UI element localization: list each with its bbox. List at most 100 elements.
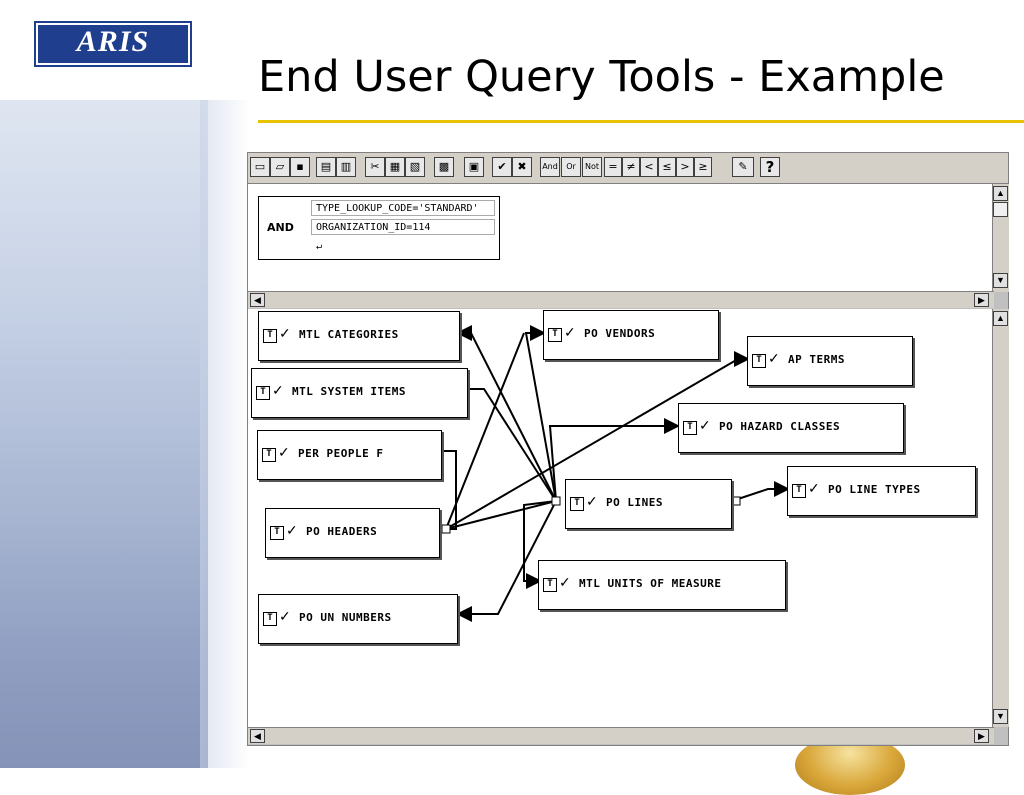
table-node-per-people-f[interactable]: T ✓ PER PEOPLE F	[257, 430, 442, 480]
conditions-horizontal-scrollbar[interactable]: ◀ ▶	[248, 291, 994, 308]
join-line	[445, 500, 557, 530]
logo-text: ARIS	[76, 25, 150, 58]
equals-operator-button[interactable]: =	[604, 157, 622, 177]
table-icon: T	[548, 328, 562, 342]
save-icon[interactable]: ▪	[290, 157, 310, 177]
new-icon[interactable]: ▭	[250, 157, 270, 177]
title-underline	[258, 120, 1024, 123]
join-line	[466, 388, 557, 502]
join-line	[548, 418, 680, 502]
less-than-operator-button[interactable]: <	[640, 157, 658, 177]
checkmark-icon: ✓	[278, 444, 290, 460]
join-line	[441, 450, 457, 530]
join-line	[456, 500, 557, 622]
table-node-po-vendors[interactable]: T ✓ PO VENDORS	[543, 310, 719, 360]
table-icon: T	[263, 329, 277, 343]
and-operator-label: AND	[267, 221, 294, 234]
table-name: PO LINE TYPES	[828, 483, 921, 496]
table-node-mtl-units-of-measure[interactable]: T ✓ MTL UNITS OF MEASURE	[538, 560, 786, 610]
join-line	[731, 481, 790, 502]
scroll-right-icon[interactable]: ▶	[974, 729, 989, 743]
condition-row[interactable]: TYPE_LOOKUP_CODE='STANDARD'	[311, 200, 495, 216]
table-icon: T	[570, 497, 584, 511]
add-table-icon[interactable]: ▣	[464, 157, 484, 177]
table-icon: T	[262, 448, 276, 462]
print-icon[interactable]: ▤	[316, 157, 336, 177]
diagram-vertical-scrollbar[interactable]: ▲ ▼	[992, 309, 1009, 727]
checkmark-icon: ✓	[586, 493, 598, 509]
slide-title: End User Query Tools - Example	[258, 52, 945, 102]
table-node-mtl-system-items[interactable]: T ✓ MTL SYSTEM ITEMS	[251, 368, 468, 418]
join-node	[441, 524, 451, 534]
table-name: PO HAZARD CLASSES	[719, 420, 841, 433]
open-icon[interactable]: ▱	[270, 157, 290, 177]
scroll-down-icon[interactable]: ▼	[993, 709, 1008, 724]
less-equal-operator-button[interactable]: ≤	[658, 157, 676, 177]
checkmark-icon: ✓	[279, 608, 291, 624]
checkmark-icon: ✓	[286, 522, 298, 538]
condition-row[interactable]: ORGANIZATION_ID=114	[311, 219, 495, 235]
table-name: PER PEOPLE F	[298, 447, 384, 460]
table-icon: T	[270, 526, 284, 540]
join-lines	[441, 325, 790, 622]
toolbar: ▭ ▱ ▪ ▤ ▥ ✂ ▦ ▧ ▩ ▣ ✔ ✖ And Or Not = ≠ <…	[248, 153, 1008, 184]
paste-icon[interactable]: ▧	[405, 157, 425, 177]
join-line	[445, 332, 525, 530]
scroll-down-icon[interactable]: ▼	[993, 273, 1008, 288]
scroll-thumb[interactable]	[993, 202, 1008, 217]
table-node-po-line-types[interactable]: T ✓ PO LINE TYPES	[787, 466, 976, 516]
cancel-icon[interactable]: ✖	[512, 157, 532, 177]
results-icon[interactable]: ▩	[434, 157, 454, 177]
table-diagram-pane: T ✓ MTL CATEGORIES T ✓ MTL SYSTEM ITEMS …	[248, 309, 992, 727]
table-name: MTL UNITS OF MEASURE	[579, 577, 722, 590]
slide-left-band-fade	[200, 100, 250, 768]
new-condition-row[interactable]: ↵	[311, 238, 495, 254]
greater-equal-operator-button[interactable]: ≥	[694, 157, 712, 177]
scroll-right-icon[interactable]: ▶	[974, 293, 989, 307]
diagram-horizontal-scrollbar[interactable]: ◀ ▶	[248, 727, 994, 744]
conditions-vertical-scrollbar[interactable]: ▲ ▼	[992, 184, 1009, 292]
wizard-icon[interactable]: ✎	[732, 157, 754, 177]
table-name: PO HEADERS	[306, 525, 378, 538]
table-icon: T	[543, 578, 557, 592]
table-node-po-hazard-classes[interactable]: T ✓ PO HAZARD CLASSES	[678, 403, 904, 453]
table-name: AP TERMS	[788, 353, 845, 366]
join-line	[524, 325, 557, 502]
and-operator-button[interactable]: And	[540, 157, 560, 177]
slide-left-band	[0, 100, 208, 768]
checkmark-icon: ✓	[564, 324, 576, 340]
table-node-ap-terms[interactable]: T ✓ AP TERMS	[747, 336, 913, 386]
join-line	[456, 325, 557, 502]
and-condition-group[interactable]: AND TYPE_LOOKUP_CODE='STANDARD' ORGANIZA…	[258, 196, 500, 260]
join-line	[445, 351, 750, 530]
table-node-po-un-numbers[interactable]: T ✓ PO UN NUMBERS	[258, 594, 458, 644]
table-node-po-headers[interactable]: T ✓ PO HEADERS	[265, 508, 440, 558]
or-operator-button[interactable]: Or	[561, 157, 581, 177]
print-preview-icon[interactable]: ▥	[336, 157, 356, 177]
scroll-up-icon[interactable]: ▲	[993, 186, 1008, 201]
scroll-left-icon[interactable]: ◀	[250, 729, 265, 743]
check-icon[interactable]: ✔	[492, 157, 512, 177]
copy-icon[interactable]: ▦	[385, 157, 405, 177]
table-node-mtl-categories[interactable]: T ✓ MTL CATEGORIES	[258, 311, 460, 361]
scroll-up-icon[interactable]: ▲	[993, 311, 1008, 326]
checkmark-icon: ✓	[768, 350, 780, 366]
table-icon: T	[263, 612, 277, 626]
not-equals-operator-button[interactable]: ≠	[622, 157, 640, 177]
checkmark-icon: ✓	[279, 325, 291, 341]
not-operator-button[interactable]: Not	[582, 157, 602, 177]
conditions-pane: AND TYPE_LOOKUP_CODE='STANDARD' ORGANIZA…	[248, 184, 994, 292]
table-name: PO UN NUMBERS	[299, 611, 392, 624]
greater-than-operator-button[interactable]: >	[676, 157, 694, 177]
cut-icon[interactable]: ✂	[365, 157, 385, 177]
scroll-left-icon[interactable]: ◀	[250, 293, 265, 307]
checkmark-icon: ✓	[272, 382, 284, 398]
join-line	[523, 500, 557, 589]
table-name: PO LINES	[606, 496, 663, 509]
table-name: MTL CATEGORIES	[299, 328, 399, 341]
help-icon[interactable]: ?	[760, 157, 780, 177]
table-name: MTL SYSTEM ITEMS	[292, 385, 406, 398]
table-icon: T	[792, 484, 806, 498]
table-node-po-lines[interactable]: T ✓ PO LINES	[565, 479, 732, 529]
table-icon: T	[752, 354, 766, 368]
